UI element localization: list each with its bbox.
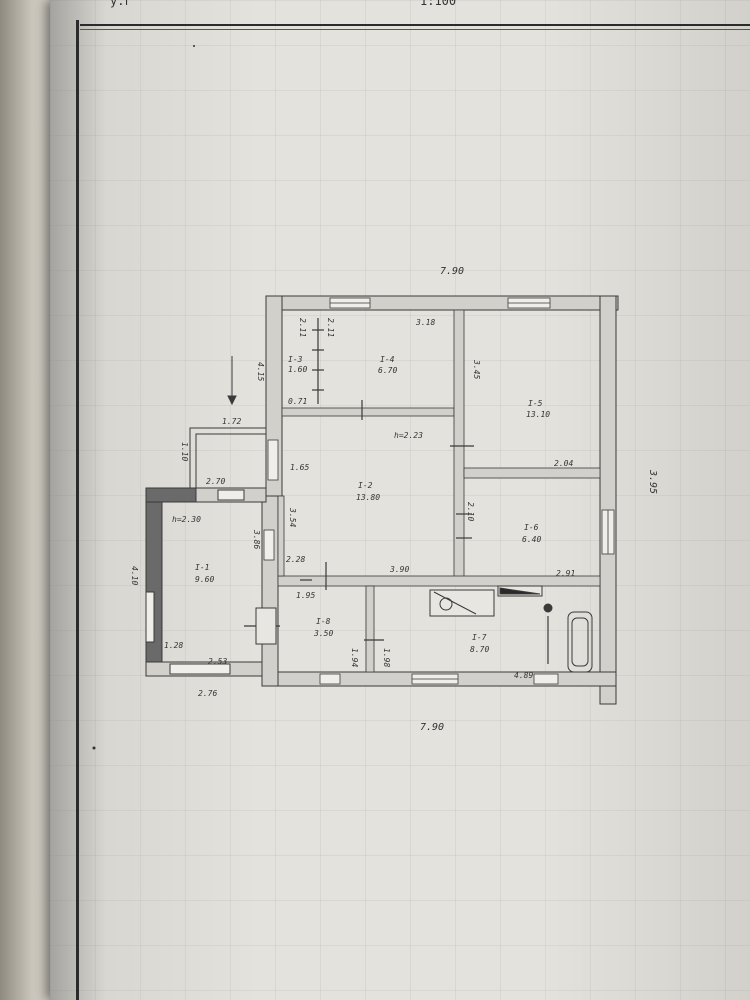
room-1-area: 9.60	[195, 575, 214, 584]
stove-small	[255, 607, 277, 645]
stray-dot-top	[193, 45, 195, 47]
main-walls	[261, 295, 619, 705]
dim-top-total: 7.90	[440, 266, 464, 277]
page-frame-left	[76, 20, 79, 1000]
partition-stub	[277, 495, 285, 577]
room-7-number: I-7	[472, 633, 487, 642]
porch-window-left	[145, 591, 155, 643]
ceiling-main: h=2.23	[394, 431, 423, 440]
room-labels: I-1 9.60 I-2 13.80 I-3 1.60 I-4 6.70 I-5…	[195, 355, 550, 654]
bathtub	[567, 611, 593, 673]
header-rule-thin	[80, 29, 750, 30]
porch-walls	[145, 487, 267, 677]
dim-r3-top: 2.11	[298, 318, 307, 337]
partitions	[277, 309, 601, 673]
windows	[263, 297, 615, 685]
fixtures	[255, 585, 593, 673]
room-8-number: I-8	[316, 617, 331, 626]
dim-r2-bottom: 3.90	[389, 565, 409, 574]
room-2-number: I-2	[358, 481, 373, 490]
room-4-number: I-4	[380, 355, 395, 364]
partition-vertical-center	[453, 309, 465, 581]
dim-porch-outer: 2.76	[198, 689, 217, 698]
wall-top	[265, 295, 619, 311]
partition-r4-bottom	[281, 407, 455, 417]
dim-stair-top: 2.70	[206, 477, 225, 486]
porch-door-top	[217, 489, 245, 501]
dim-r8-small: 1.95	[296, 591, 315, 600]
dim-stair-width: 1.72	[222, 417, 241, 426]
room-4-area: 6.70	[378, 366, 397, 375]
stove	[429, 589, 495, 617]
dim-hall-height: 1.65	[290, 463, 309, 472]
room-5-number: I-5	[528, 399, 543, 408]
dim-bottom-total: 7.90	[420, 722, 444, 733]
room-3-area: 1.60	[288, 365, 307, 374]
partition-r5-bottom	[463, 467, 601, 479]
window-left-2	[263, 529, 275, 561]
dim-r3-top-b: 2.11	[326, 318, 335, 337]
header-rule	[80, 24, 750, 26]
ceiling-porch: h=2.30	[172, 515, 201, 524]
dim-porch-left: 4.10	[130, 566, 139, 585]
room-5-area: 13.10	[526, 410, 550, 419]
partition-r8-right	[365, 585, 375, 673]
dim-porch-corner: 1.28	[164, 641, 183, 650]
porch-wall-left	[145, 487, 163, 677]
header-left-text: у.г	[110, 0, 132, 8]
wall-right	[599, 295, 617, 705]
dim-r7-right: 4.89	[514, 671, 533, 680]
stray-dot	[92, 746, 96, 750]
dim-r4-top: 3.18	[415, 318, 435, 327]
window-bottom-3	[533, 673, 559, 685]
entry-stair	[189, 356, 266, 488]
dim-r3-bottom: 0.71	[288, 397, 307, 406]
header-scale-text: 1:100	[420, 0, 457, 8]
room-6-number: I-6	[524, 523, 539, 532]
dim-r6-bottom: 2.91	[556, 569, 575, 578]
dim-left-height: 4.15	[256, 362, 265, 381]
porch-window-bottom	[169, 663, 231, 675]
dim-r8-left: 1.94	[350, 648, 359, 667]
room-6-area: 6.40	[522, 535, 541, 544]
dim-porch-bottom: 2.53	[208, 657, 227, 666]
room-8-area: 3.50	[313, 629, 333, 638]
room-1-number: I-1	[195, 563, 209, 572]
dim-stair-height: 1.10	[180, 442, 189, 461]
dim-right-total: 3.95	[647, 469, 658, 494]
room-3-number: I-3	[288, 355, 303, 364]
dimension-labels: 7.90 7.90 3.95 4.15 1.72 1.10 2.70 1.65 …	[130, 266, 658, 733]
partition-corridor	[277, 575, 601, 587]
window-left-1	[267, 439, 279, 481]
dim-r5-height: 3.45	[472, 359, 481, 379]
dim-r5-bottom: 2.04	[554, 459, 573, 468]
room-7-area: 8.70	[470, 645, 489, 654]
wall-left-lower	[261, 495, 279, 687]
dim-r8-right: 1.98	[382, 648, 391, 667]
window-bottom-1	[319, 673, 341, 685]
dim-mid-height: 3.54	[288, 507, 297, 527]
dim-r6-left: 2.10	[466, 502, 475, 521]
room-2-area: 13.80	[356, 493, 380, 502]
drain-icon	[543, 603, 553, 613]
dim-r8-top: 2.28	[286, 555, 305, 564]
porch-wall-top	[145, 487, 197, 503]
dim-porch-height: 3.86	[252, 529, 261, 549]
